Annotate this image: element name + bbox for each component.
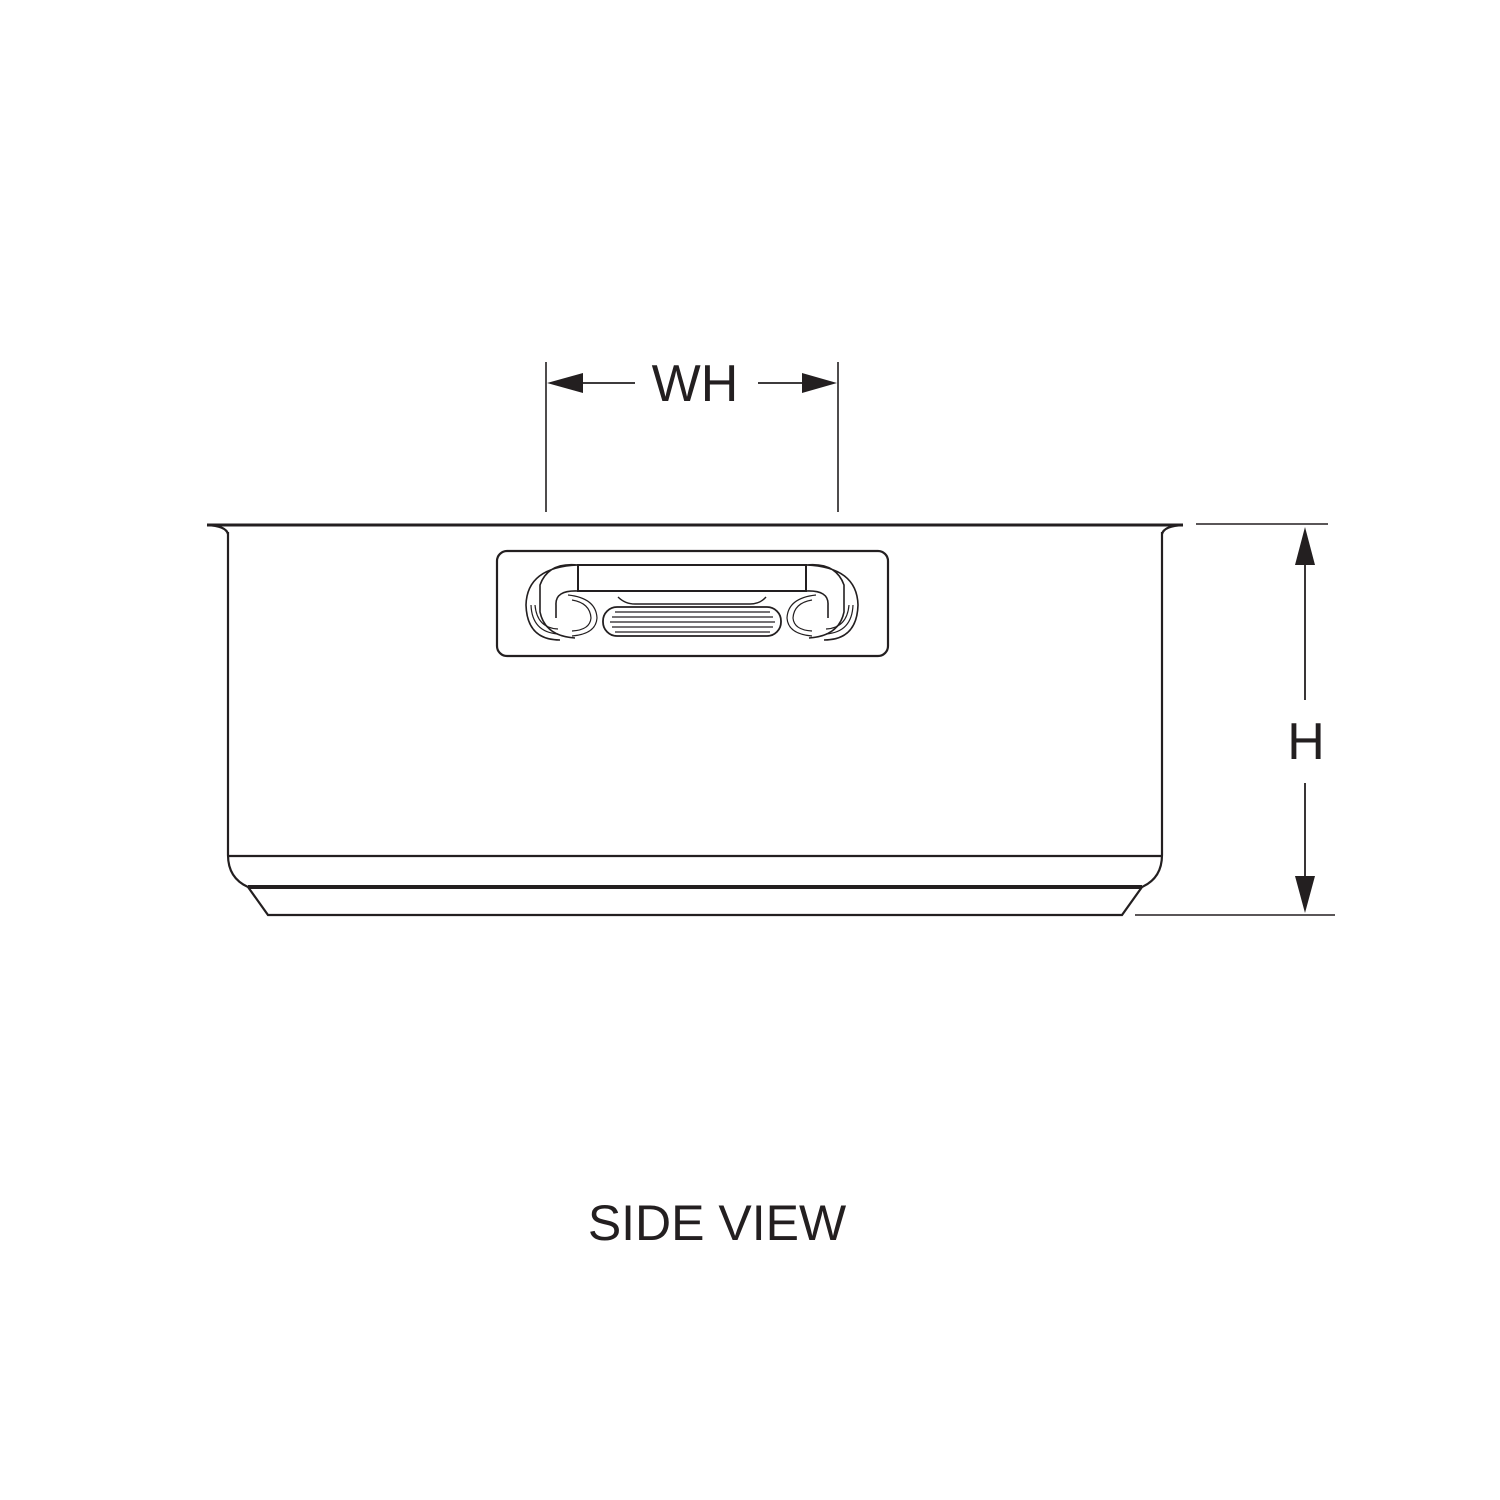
- handle-slot: [602, 606, 782, 637]
- pot-body: [226, 532, 1164, 889]
- arrow-left-icon: [547, 373, 583, 393]
- arrow-down-icon: [1295, 876, 1315, 913]
- arrow-up-icon: [1295, 527, 1315, 565]
- h-label: H: [1287, 713, 1325, 771]
- handle-plate: [495, 549, 890, 658]
- handle-bar: [577, 564, 807, 592]
- arrow-right-icon: [802, 373, 837, 393]
- view-title: SIDE VIEW: [588, 1195, 847, 1251]
- handle: [495, 549, 890, 658]
- pot-base: [247, 886, 1143, 917]
- wh-label: WH: [652, 355, 739, 413]
